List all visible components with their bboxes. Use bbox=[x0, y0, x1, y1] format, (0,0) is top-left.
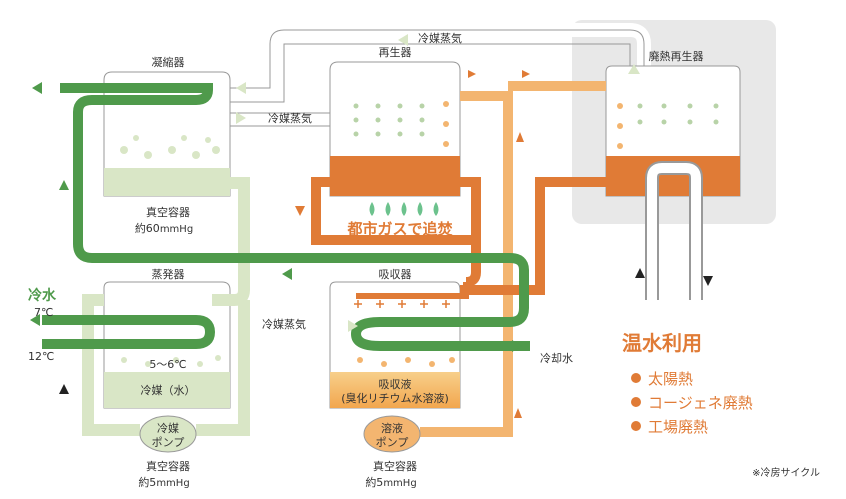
refrigerant-liquid-pipe bbox=[212, 177, 250, 306]
absorbent-label-2: (臭化リチウム水溶液) bbox=[341, 391, 449, 405]
refrigerant-vapor-top-label: 冷媒蒸気 bbox=[418, 31, 462, 45]
condenser-liquid bbox=[104, 168, 230, 196]
solution-pump bbox=[363, 415, 421, 453]
cooling-water-pipe bbox=[60, 83, 530, 351]
refrigerant-pump bbox=[139, 415, 197, 453]
absorber-label: 吸収器 bbox=[379, 268, 412, 281]
orange-return-pipe-b bbox=[460, 177, 481, 240]
evaporator-liquid bbox=[104, 372, 230, 408]
vacuum-top-label: 真空容器 bbox=[146, 205, 190, 219]
waste-return-pipe bbox=[460, 177, 606, 295]
evaporator-drops bbox=[121, 355, 221, 367]
condenser-droplets bbox=[120, 135, 220, 159]
solution-pump-label-1: 溶液 bbox=[381, 421, 403, 435]
arrow-icon bbox=[30, 82, 522, 352]
temp-7-label: 7℃ bbox=[34, 306, 53, 319]
absorber-feed-pipe bbox=[356, 282, 469, 299]
hot-water-item-3: 工場廃熱 bbox=[648, 418, 708, 436]
refrigerant-vapor-mid-label: 冷媒蒸気 bbox=[268, 111, 312, 125]
condenser-label: 凝縮器 bbox=[152, 55, 185, 69]
mid-vapor-pipe-b bbox=[210, 125, 350, 141]
temp-12-label: 12℃ bbox=[28, 350, 54, 363]
mid-vapor-pipe bbox=[210, 95, 350, 114]
orange-arrow-icons bbox=[295, 70, 530, 418]
refrigerant-pump-label-2: ポンプ bbox=[152, 436, 185, 449]
refrigerant-water-label: 冷媒（水） bbox=[141, 384, 196, 397]
absorber-spray bbox=[354, 300, 450, 308]
refrigerant-pump-loop bbox=[82, 294, 140, 436]
vacuum-bc-label: 真空容器 bbox=[373, 459, 417, 473]
absorber-liquid bbox=[330, 372, 460, 408]
waste-regenerator-label: 廃熱再生器 bbox=[649, 49, 704, 63]
cold-water-label: 冷水 bbox=[28, 287, 57, 304]
cycle-note: ※冷房サイクル bbox=[752, 466, 820, 479]
absorbent-label-1: 吸収液 bbox=[379, 377, 412, 391]
refrigerant-pump-label-1: 冷媒 bbox=[157, 422, 179, 435]
regenerator-label: 再生器 bbox=[379, 45, 412, 59]
hot-water-item-1: 太陽熱 bbox=[648, 370, 693, 388]
regenerator-vapor-dots bbox=[353, 103, 425, 137]
hot-water-pipe-inner bbox=[647, 163, 701, 300]
orange-return-pipe bbox=[311, 177, 481, 287]
solution-pump-label-2: ポンプ bbox=[376, 436, 409, 449]
hot-water-bullet-1 bbox=[631, 373, 641, 383]
evaporator-temp-label: 5～6℃ bbox=[149, 358, 186, 371]
refrigerant-vapor-low-label: 冷媒蒸気 bbox=[262, 317, 306, 331]
solution-pipe-to-regenerator bbox=[420, 91, 513, 437]
flame-icon bbox=[369, 202, 439, 216]
hot-water-title: 温水利用 bbox=[622, 331, 702, 355]
black-arrow-icons bbox=[59, 268, 713, 394]
evaporator-label: 蒸発器 bbox=[152, 267, 185, 281]
chilled-water-pipe bbox=[42, 315, 216, 349]
hot-water-item-2: コージェネ廃熱 bbox=[648, 394, 753, 412]
vacuum-bl-label: 真空容器 bbox=[146, 459, 190, 473]
city-gas-label: 都市ガスで追焚 bbox=[346, 220, 452, 238]
top-vapor-pipe-inner bbox=[230, 43, 631, 103]
top-vapor-pipe-outline bbox=[230, 29, 645, 89]
vapor-arrow-icons bbox=[236, 34, 640, 332]
hot-water-bullet-3 bbox=[631, 421, 641, 431]
coolant-water-label: 冷却水 bbox=[540, 352, 573, 365]
hot-water-bullet-2 bbox=[631, 397, 641, 407]
regenerator-orange-drops bbox=[443, 101, 449, 147]
vacuum-bc-pressure: 約5mmHg bbox=[365, 475, 416, 489]
waste-regenerator-vapor-dots bbox=[637, 103, 719, 125]
vacuum-top-pressure: 約60mmHg bbox=[135, 221, 193, 235]
vacuum-bl-pressure: 約5mmHg bbox=[138, 475, 189, 489]
absorber-drops bbox=[357, 357, 455, 367]
refrigerant-pump-loop-b bbox=[196, 300, 250, 436]
waste-regenerator-orange-drops bbox=[617, 103, 623, 149]
regenerator-liquid bbox=[330, 156, 460, 196]
